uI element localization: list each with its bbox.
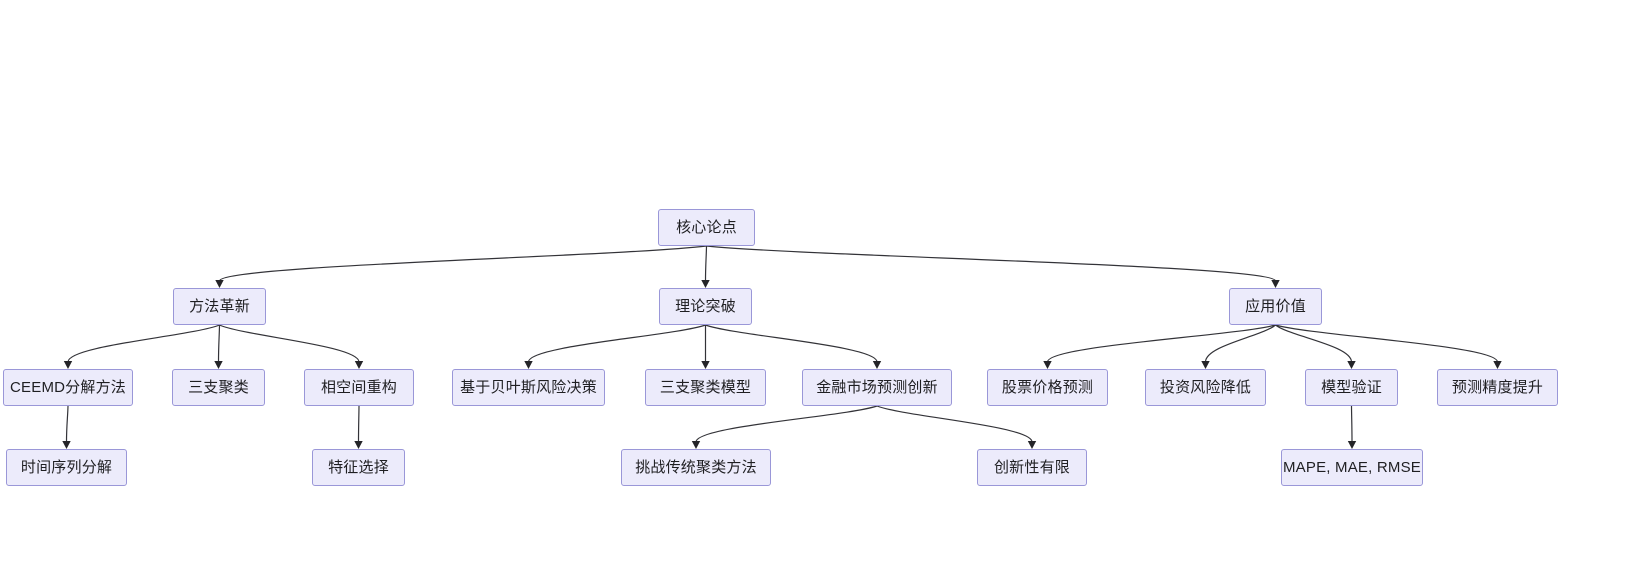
flow-edge-arrowhead — [62, 441, 71, 449]
flow-node-label: 时间序列分解 — [20, 459, 113, 476]
flow-edge-l3a1-to-l4a — [65, 405, 69, 443]
flow-edge-l2a-to-l3a2 — [217, 324, 221, 363]
flow-edge-l2b-to-l3b1 — [527, 324, 706, 363]
flow-edge-arrowhead — [1347, 441, 1357, 449]
flow-node-label: 相空间重构 — [320, 379, 397, 396]
flow-edge-arrowhead — [1201, 361, 1210, 369]
flow-node-l2b[interactable]: 理论突破 — [659, 288, 752, 325]
flow-node-l4e[interactable]: MAPE, MAE, RMSE — [1281, 449, 1423, 486]
flow-edge-l3a3-to-l4b — [357, 405, 360, 443]
flow-edge-arrowhead — [691, 441, 701, 449]
flow-edge-arrowhead — [1271, 280, 1280, 288]
flow-edge-l3c3-to-l4e — [1350, 405, 1353, 443]
flow-node-l4a[interactable]: 时间序列分解 — [6, 449, 127, 486]
flow-node-l3a2[interactable]: 三支聚类 — [172, 369, 265, 406]
flow-node-label: 方法革新 — [189, 298, 250, 315]
flow-edge-arrowhead — [354, 441, 363, 449]
flow-node-label: 理论突破 — [675, 298, 736, 315]
flow-edge-arrowhead — [524, 361, 533, 369]
flow-edge-arrowhead — [215, 280, 224, 288]
flow-edge-root-to-l2a — [218, 245, 707, 282]
flow-node-label: 投资风险降低 — [1159, 379, 1252, 396]
flow-node-label: 创新性有限 — [993, 459, 1070, 476]
flow-node-l3c2[interactable]: 投资风险降低 — [1145, 369, 1266, 406]
flow-node-label: 模型验证 — [1321, 379, 1382, 396]
flow-node-l4c[interactable]: 挑战传统聚类方法 — [621, 449, 771, 486]
flow-node-l3b2[interactable]: 三支聚类模型 — [645, 369, 766, 406]
flow-node-label: 三支聚类 — [188, 379, 249, 396]
flow-node-label: 核心论点 — [676, 219, 737, 236]
flow-node-l3a3[interactable]: 相空间重构 — [304, 369, 414, 406]
flow-node-l4b[interactable]: 特征选择 — [312, 449, 405, 486]
flow-node-l3c3[interactable]: 模型验证 — [1305, 369, 1398, 406]
flow-node-l4d[interactable]: 创新性有限 — [977, 449, 1087, 486]
flow-edge-l2c-to-l3c3 — [1275, 324, 1353, 363]
flow-edge-arrowhead — [63, 361, 73, 369]
flow-node-label: 特征选择 — [328, 459, 389, 476]
flow-node-l2a[interactable]: 方法革新 — [173, 288, 266, 325]
flow-edge-l2c-to-l3c4 — [1275, 324, 1499, 363]
flow-edge-l2c-to-l3c1 — [1046, 324, 1276, 363]
flow-edge-arrowhead — [214, 361, 223, 369]
flow-edge-arrowhead — [1027, 441, 1037, 449]
flow-edge-arrowhead — [701, 361, 710, 369]
flow-node-label: 基于贝叶斯风险决策 — [460, 379, 597, 396]
flow-edge-l3b3-to-l4d — [876, 405, 1033, 443]
flow-node-label: 应用价值 — [1245, 298, 1306, 315]
flow-edge-l2a-to-l3a3 — [219, 324, 360, 363]
flow-edge-arrowhead — [1347, 361, 1356, 369]
flow-edge-arrowhead — [872, 361, 882, 369]
flow-edge-arrowhead — [701, 280, 710, 288]
flow-node-l3b1[interactable]: 基于贝叶斯风险决策 — [452, 369, 605, 406]
flow-node-l3b3[interactable]: 金融市场预测创新 — [802, 369, 952, 406]
flow-edge-arrowhead — [354, 361, 364, 369]
flow-edge-root-to-l2b — [704, 245, 708, 282]
flow-edge-l2c-to-l3c2 — [1204, 324, 1276, 363]
flow-node-label: 金融市场预测创新 — [816, 379, 938, 396]
flow-node-root[interactable]: 核心论点 — [658, 209, 755, 246]
flow-node-l3c4[interactable]: 预测精度提升 — [1437, 369, 1558, 406]
flow-node-l2c[interactable]: 应用价值 — [1229, 288, 1322, 325]
flow-edge-arrowhead — [1493, 361, 1502, 369]
flow-node-label: 三支聚类模型 — [659, 379, 752, 396]
flow-edge-arrowhead — [1043, 361, 1052, 369]
flow-node-l3a1[interactable]: CEEMD分解方法 — [3, 369, 133, 406]
flow-edge-l2b-to-l3b3 — [705, 324, 878, 363]
flow-node-label: MAPE, MAE, RMSE — [1282, 459, 1422, 476]
flow-node-label: 挑战传统聚类方法 — [635, 459, 757, 476]
flow-node-l3c1[interactable]: 股票价格预测 — [987, 369, 1108, 406]
flow-node-label: CEEMD分解方法 — [10, 379, 126, 396]
flow-edge-l3b3-to-l4c — [695, 405, 878, 443]
flow-edge-root-to-l2c — [706, 245, 1277, 282]
flow-node-label: 预测精度提升 — [1451, 379, 1544, 396]
flow-edge-l2a-to-l3a1 — [67, 324, 220, 363]
flow-node-label: 股票价格预测 — [1001, 379, 1094, 396]
